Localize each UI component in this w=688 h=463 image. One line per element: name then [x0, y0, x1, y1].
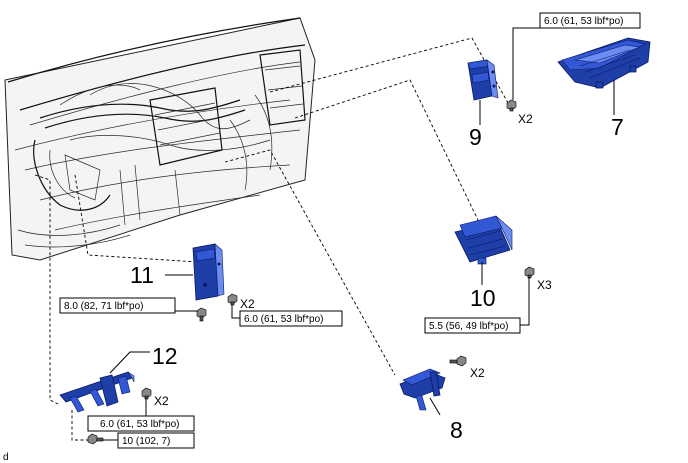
bolt-icon: [196, 307, 207, 322]
quantity-11: X2: [240, 297, 255, 311]
torque-11-right: 6.0 (61, 53 lbf*po): [244, 314, 324, 325]
torque-11-left: 8.0 (82, 71 lbf*po): [64, 301, 144, 312]
torque-box-10: [424, 317, 521, 334]
part-7-duct: [557, 37, 651, 89]
torque-box-11-left: [59, 297, 176, 314]
quantity-8: X2: [470, 366, 485, 380]
torque-12-b: 10 (102, 7): [122, 436, 170, 447]
quantity-10: X3: [537, 278, 552, 292]
bolt-icon: [227, 293, 238, 306]
callout-8: 8: [450, 417, 463, 443]
torque-box-12-b: [117, 432, 195, 449]
quantity-12: X2: [154, 394, 169, 408]
part-8-bracket: [399, 368, 446, 411]
part-10-relay-block: [454, 215, 513, 265]
bolt-icon: [141, 387, 152, 400]
callout-12: 12: [152, 343, 178, 369]
torque-12-a: 6.0 (61, 53 lbf*po): [100, 419, 180, 430]
callout-9: 9: [469, 124, 482, 150]
torque-top: 6.0 (61, 53 lbf*po): [544, 16, 624, 27]
part-9-module: [467, 59, 499, 101]
part-12-bracket: [59, 371, 135, 413]
bolt-icon: [87, 433, 104, 445]
dashboard-illustration: [4, 17, 316, 261]
torque-box-11-right: [239, 310, 343, 327]
bolt-icon: [449, 355, 467, 367]
bolt-icon: [524, 266, 535, 279]
torque-box-12-a: [87, 415, 195, 432]
callout-10: 10: [470, 285, 496, 311]
bolt-icon: [506, 99, 517, 112]
torque-10: 5.5 (56, 49 lbf*po): [429, 321, 509, 332]
callout-11: 11: [130, 262, 154, 288]
callout-7: 7: [611, 114, 624, 140]
quantity-9: X2: [518, 112, 533, 126]
torque-box-top: [539, 12, 641, 29]
figure-label: d: [3, 452, 9, 463]
part-11-ecu: [192, 243, 225, 301]
